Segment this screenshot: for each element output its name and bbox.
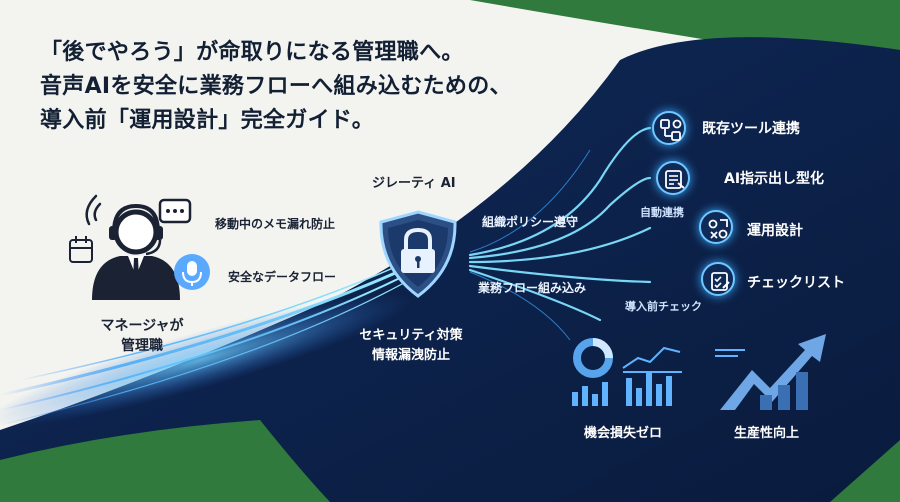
checklist-icon: [701, 262, 735, 296]
brand-label: ジレーティ AI: [372, 176, 456, 191]
operation-design-icon: [699, 210, 733, 244]
auto-integration-label: 自動連携: [640, 206, 684, 219]
safe-flow-label: 安全なデータフロー: [228, 270, 337, 284]
headline: 「後でやろう」が命取りになる管理職へ。 音声AIを安全に業務フローへ組み込むため…: [40, 36, 512, 138]
growth-chart-icon: [715, 334, 826, 410]
ai-instruction-icon: [656, 161, 690, 195]
tool-integration-icon: [652, 111, 686, 145]
checklist-label: チェックリスト: [747, 275, 845, 291]
productivity-label: 生産性向上: [734, 426, 800, 441]
manager-label-line-2: 管理職: [121, 338, 163, 354]
manager-avatar-icon: [92, 203, 180, 300]
wifi-icon: [85, 194, 102, 226]
policy-label: 組織ポリシー遵守: [482, 215, 579, 229]
microphone-icon: [174, 254, 210, 290]
calendar-icon: [69, 236, 93, 263]
headline-line-3: 導入前「運用設計」完全ガイド。: [40, 108, 375, 133]
ai-instruction-label: AI指示出し型化: [724, 171, 825, 187]
bar-chart-icon: [572, 372, 672, 406]
memo-leak-label: 移動中のメモ漏れ防止: [215, 217, 336, 231]
manager-label: マネージャが 管理職: [82, 316, 202, 356]
workflow-label: 業務フロー組み込み: [478, 281, 587, 295]
pie-chart-icon: [573, 338, 613, 378]
headline-line-2: 音声AIを安全に業務フローへ組み込むための、: [40, 74, 512, 99]
pre-check-label: 導入前チェック: [625, 300, 702, 313]
chat-bubble-icon: [158, 198, 192, 224]
operation-design-label: 運用設計: [747, 223, 803, 239]
shield-label-line-1: セキュリティ対策: [359, 328, 463, 343]
headline-line-1: 「後でやろう」が命取りになる管理職へ。: [40, 40, 464, 65]
opportunity-loss-label: 機会損失ゼロ: [584, 426, 663, 441]
shield-label-line-2: 情報漏洩防止: [371, 348, 450, 363]
security-shield-icon: [379, 210, 457, 298]
manager-label-line-1: マネージャが: [100, 318, 184, 334]
shield-label: セキュリティ対策 情報漏洩防止: [346, 326, 476, 366]
tool-integration-label: 既存ツール連携: [702, 121, 800, 137]
line-chart-icon: [622, 346, 682, 373]
